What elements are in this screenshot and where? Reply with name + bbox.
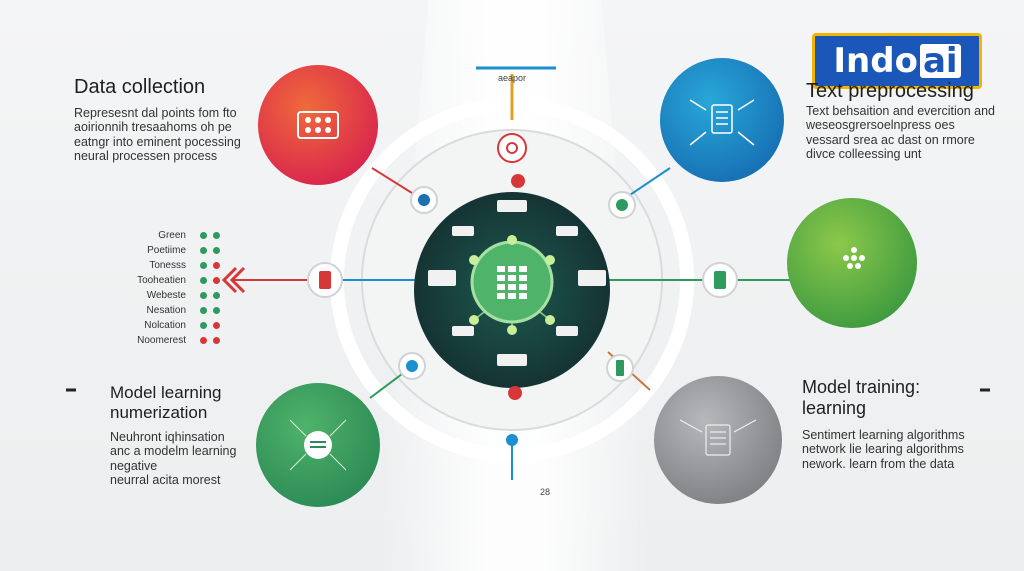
network-icon xyxy=(843,247,865,269)
model-learning-line: anc a modelm learning negative xyxy=(110,444,237,473)
ring-icon-right xyxy=(702,262,738,298)
model-learning-title-line: numerization xyxy=(110,402,208,422)
model-learning-line: Neuhront iqhinsation xyxy=(110,430,225,444)
data-collection-circle xyxy=(258,65,378,185)
model-learning-title-line: Model learning xyxy=(110,383,222,402)
model-training-line: Sentimert learning algorithms xyxy=(802,428,965,442)
legend-dot xyxy=(213,247,220,254)
ring-marker-top xyxy=(511,174,525,188)
left-arrow-icon-2 xyxy=(221,266,238,294)
legend-label: Green xyxy=(158,230,186,241)
data-collection-line: aoirionnih tresaahoms oh pe xyxy=(74,120,232,135)
legend-dot xyxy=(213,292,220,299)
central-node xyxy=(470,240,554,324)
legend-dot xyxy=(200,322,207,329)
legend-dot xyxy=(213,277,220,284)
model-training-circle xyxy=(654,376,782,504)
model-learning-description: Neuhront iqhinsation anc a modelm learni… xyxy=(110,430,270,488)
network-circle xyxy=(787,198,917,328)
text-preprocessing-line: vessard srea ac dast on rmore xyxy=(806,132,975,147)
ring-icon-right-top xyxy=(608,191,636,219)
legend-dot xyxy=(213,232,220,239)
text-preprocessing-line: Text behsaition and evercition and xyxy=(806,104,996,118)
legend-dot xyxy=(213,337,220,344)
ring-icon-left-bottom xyxy=(398,352,426,380)
legend-label: Webeste xyxy=(146,290,186,301)
model-learning-title: Model learning numerization xyxy=(110,383,222,422)
model-training-line: network lie learing algorithms xyxy=(802,442,964,457)
legend-row: Green xyxy=(110,228,220,243)
data-collection-line: Represesnt dal points fom fto xyxy=(74,106,237,120)
logo-text: Indo xyxy=(833,41,918,81)
legend-label: Poetiime xyxy=(147,245,186,256)
connector-lines xyxy=(232,66,790,480)
legend-label: Nesation xyxy=(146,305,186,316)
model-training-title: Model training: learning xyxy=(802,377,920,418)
legend-dot xyxy=(200,232,207,239)
text-preprocessing-title: Text preprocessing xyxy=(806,80,974,102)
legend-row: Noomerest xyxy=(110,333,220,348)
legend-row: Nesation xyxy=(110,303,220,318)
sentiment-legend: Green Poetiime Tonesss Tooheatien Webest… xyxy=(110,228,220,348)
grid-icon xyxy=(497,266,527,299)
text-preprocessing-line: weseosgrersoelnpress oes xyxy=(806,118,955,133)
legend-label: Tooheatien xyxy=(137,275,186,286)
model-training-description: Sentimert learning algorithms network li… xyxy=(802,428,992,471)
model-training-icon xyxy=(679,419,757,456)
legend-dot xyxy=(200,337,207,344)
legend-dot xyxy=(213,322,220,329)
ring-icon-right-bottom xyxy=(606,354,634,382)
hub-nodes xyxy=(469,235,555,335)
legend-dot xyxy=(200,307,207,314)
legend-label: Tonesss xyxy=(149,260,186,271)
legend-row: Tonesss xyxy=(110,258,220,273)
data-collection-description: Represesnt dal points fom fto aoirionnih… xyxy=(74,106,264,164)
text-preprocessing-description: Text behsaition and evercition and weseo… xyxy=(806,104,1006,162)
text-preprocessing-icon xyxy=(689,99,755,146)
legend-label: Nolcation xyxy=(144,320,186,331)
legend-dot xyxy=(200,247,207,254)
bottom-label: 28 xyxy=(540,487,551,497)
legend-dot xyxy=(213,307,220,314)
text-preprocessing-circle xyxy=(660,58,784,182)
legend-row: Nolcation xyxy=(110,318,220,333)
model-learning-line: neurral acita morest xyxy=(110,473,221,488)
model-training-line: nework. learn from the data xyxy=(802,456,955,471)
legend-label: Noomerest xyxy=(137,335,186,346)
legend-dot xyxy=(200,292,207,299)
legend-row: Webeste xyxy=(110,288,220,303)
legend-row: Tooheatien xyxy=(110,273,220,288)
top-label: aeapor xyxy=(498,73,527,83)
data-collection-line: eatngr into eminent pocessing xyxy=(74,134,241,149)
ring-icon-top xyxy=(497,133,527,163)
data-collection-line: neural processen process xyxy=(74,149,218,164)
model-training-title-line: Model training: xyxy=(802,377,921,397)
ring-icon-left-top xyxy=(410,186,438,214)
hub-cards xyxy=(428,200,606,366)
ring-marker-bottom xyxy=(508,386,522,400)
text-preprocessing-line: divce colleessing unt xyxy=(806,147,922,162)
legend-dot xyxy=(200,277,207,284)
data-collection-icon xyxy=(297,111,339,139)
logo-highlight: ai xyxy=(919,44,961,78)
model-learning-icon xyxy=(289,419,347,471)
legend-row: Poetiime xyxy=(110,243,220,258)
legend-dot xyxy=(213,262,220,269)
data-collection-title: Data collection xyxy=(74,76,206,98)
ring-icon-left xyxy=(307,262,343,298)
left-arrow-icon xyxy=(229,266,246,294)
ring-marker-base xyxy=(506,434,518,446)
model-training-title-line: learning xyxy=(802,397,867,418)
legend-dot xyxy=(200,262,207,269)
